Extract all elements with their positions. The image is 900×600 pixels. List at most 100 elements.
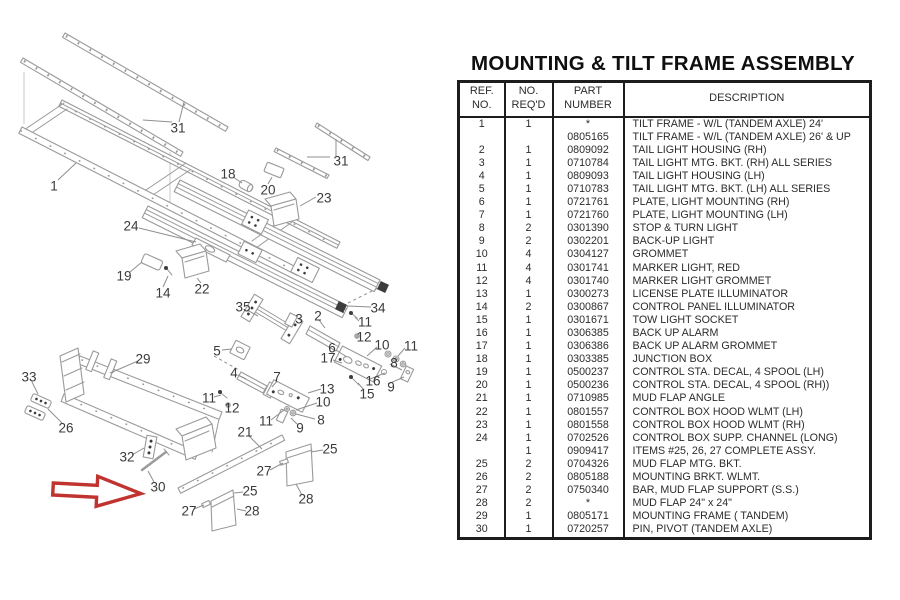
callout-13: 13 [319,382,334,397]
column-header: NO.REQ'D [504,81,554,118]
callout-27: 27 [256,464,271,479]
part-number: 0303385 [552,353,625,367]
callout-3: 3 [295,312,303,327]
no-reqd: 1 [504,379,554,393]
part-number: 0805188 [552,471,625,485]
part-20-decal [263,161,285,179]
description: MOUNTING FRAME ( TANDEM) [632,510,789,523]
callout-20: 20 [260,183,275,198]
part-35-assembly [240,293,304,345]
ref-no [458,444,506,458]
ref-no: 16 [458,327,506,341]
part-number: 0500236 [552,379,625,393]
part-number: 0300867 [552,300,625,314]
description: BAR, MUD FLAP SUPPORT (S.S.) [632,484,799,497]
callout-33: 33 [21,370,36,385]
marker-light-strips [19,32,371,180]
callout-11: 11 [259,414,273,429]
no-reqd: 2 [504,300,554,314]
part-number: 0710784 [552,156,625,170]
description: ITEMS #25, 26, 27 COMPLETE ASSY. [632,444,816,457]
part-number: 0809093 [552,169,625,183]
ref-no: 11 [458,261,506,275]
part-number: 0302201 [552,235,625,249]
no-reqd: 1 [504,209,554,223]
no-reqd: 1 [504,444,554,458]
description: TAIL LIGHT MTG. BKT. (RH) ALL SERIES [632,156,833,169]
description: TAIL LIGHT HOUSING (RH) [632,143,767,156]
callout-1: 1 [50,179,58,194]
ref-no: 27 [458,484,506,498]
part-33-brackets [24,393,52,421]
callout-10: 10 [315,395,330,410]
callout-16: 16 [365,374,380,389]
no-reqd: 1 [504,116,554,131]
description: CONTROL BOX HOOD WLMT (LH) [632,405,803,418]
part-number: 0500237 [552,366,625,380]
mud-flaps [200,443,314,532]
callout-12: 12 [224,401,239,416]
ref-no: 24 [458,431,506,445]
callout-14: 14 [155,286,171,301]
part-number: * [552,116,625,131]
no-reqd: 1 [504,313,554,327]
callout-7: 7 [273,370,281,385]
callout-31: 31 [333,154,348,169]
description: TAIL LIGHT HOUSING (LH) [632,169,765,182]
part-number: 0721760 [552,209,625,223]
description: TILT FRAME - W/L (TANDEM AXLE) 24' [632,117,823,130]
part-number: 0300273 [552,287,625,301]
part-number: 0301740 [552,274,625,288]
ref-no: 23 [458,418,506,432]
part-22-control-box-hood [175,243,210,279]
no-reqd: 1 [504,287,554,301]
diagram-svg: 1313118202324191422353234111256171011816… [18,32,418,532]
description: PIN, PIVOT (TANDEM AXLE) [632,523,773,536]
part-number: 0809092 [552,143,625,157]
callout-5: 5 [213,344,221,359]
part-30-pivot-pin [140,448,170,472]
description: PLATE, LIGHT MOUNTING (RH) [632,196,790,209]
ref-no: 30 [458,523,506,538]
ref-no: 26 [458,471,506,485]
part-number: 0710783 [552,182,625,197]
part-21-mud-flap-angle [177,434,286,494]
column-header: DESCRIPTION [623,81,871,118]
ref-no: 12 [458,274,506,288]
part-number: 0805165 [552,130,625,144]
ref-no: 13 [458,287,506,301]
part-number: 0704326 [552,457,625,472]
no-reqd: 1 [504,523,554,538]
ref-no: 28 [458,497,506,511]
ref-no: 8 [458,222,506,236]
part-4-tail-light-housing [213,355,268,394]
part-number: 0306385 [552,327,625,341]
no-reqd [504,130,554,144]
ref-no: 20 [458,379,506,393]
ref-no: 17 [458,340,506,354]
callout-22: 22 [194,282,209,297]
callout-15: 15 [359,387,374,402]
ref-no: 1 [458,116,506,131]
no-reqd: 1 [504,510,554,524]
leader-lines [31,101,406,512]
callout-9: 9 [296,421,304,436]
description: JUNCTION BOX [632,353,713,366]
no-reqd: 1 [504,392,554,406]
